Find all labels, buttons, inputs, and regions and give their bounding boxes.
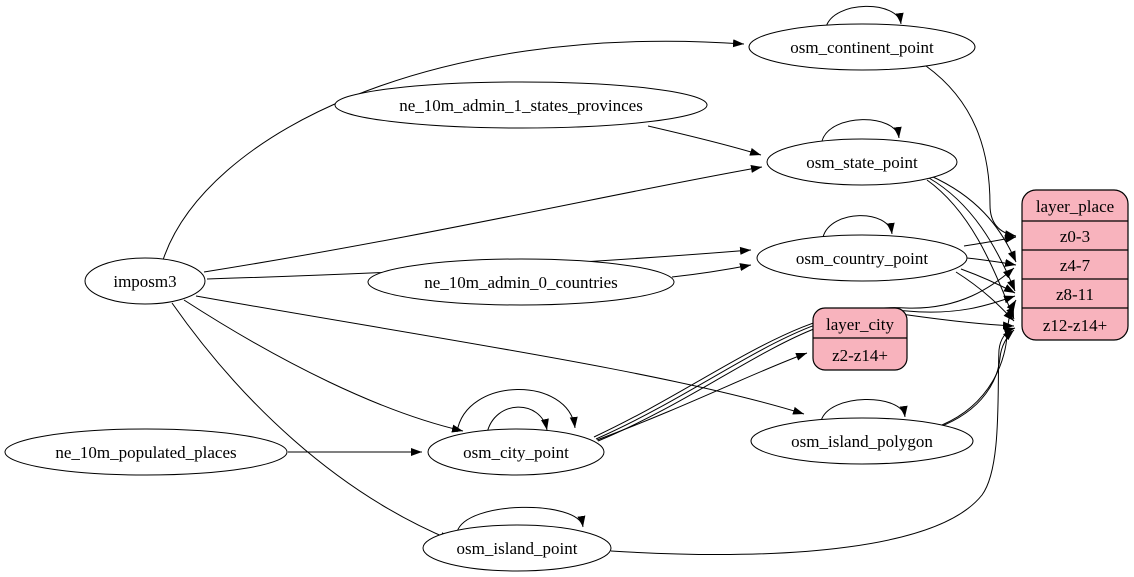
layer_place-row-z12-z14: z12-z14+ xyxy=(1043,316,1107,335)
self-loop-osm_city_point-outer xyxy=(456,389,578,433)
edge-osm_state_point-layer_place-z8-11 xyxy=(928,177,1016,292)
osm_state_point-ellipse xyxy=(766,138,958,186)
node-ne_10m_admin_0_countries: ne_10m_admin_0_countries xyxy=(367,258,675,306)
edge-imposm3-osm_island_polygon xyxy=(195,295,805,415)
node-osm_continent_point: osm_continent_point xyxy=(748,23,976,71)
node-osm_country_point: osm_country_point xyxy=(756,234,968,282)
osm_island_point-ellipse xyxy=(422,524,612,572)
node-layer_city: layer_city z2-z14+ xyxy=(812,307,908,371)
self-loop-osm_country_point xyxy=(822,215,895,238)
node-osm_city_point: osm_city_point xyxy=(427,428,605,476)
edge-osm_city_point-layer_place-z8-11 xyxy=(595,295,1016,440)
edge-osm_city_point-layer_place-z4-7 xyxy=(593,267,1015,438)
ne_10m_populated_places-ellipse xyxy=(4,428,288,476)
node-osm_island_polygon: osm_island_polygon xyxy=(750,417,974,465)
ne_10m_admin_1_states_provinces-ellipse xyxy=(334,81,708,129)
osm_island_point-label: osm_island_point xyxy=(457,539,578,558)
node-ne_10m_populated_places: ne_10m_populated_places xyxy=(4,428,288,476)
layer_city-title: layer_city xyxy=(826,315,894,334)
osm_island_polygon-ellipse xyxy=(750,417,974,465)
edge-osm_state_point-layer_place-z4-7 xyxy=(930,175,1017,263)
imposm3-ellipse xyxy=(84,257,206,305)
edge-imposm3-osm_city_point xyxy=(183,299,464,433)
node-imposm3: imposm3 xyxy=(84,257,206,305)
edge-ne_10m_admin_1_states_provinces-osm_state_point xyxy=(647,125,762,156)
osm_island_polygon-label: osm_island_polygon xyxy=(791,432,933,451)
edge-osm_island_polygon-layer_place-z12-z14 xyxy=(936,329,1015,429)
self-loop-osm_continent_point xyxy=(825,5,904,28)
node-ne_10m_admin_1_states_provinces: ne_10m_admin_1_states_provinces xyxy=(334,81,708,129)
layer_place-box xyxy=(1021,189,1129,341)
imposm3-label: imposm3 xyxy=(113,272,176,291)
osm_continent_point-label: osm_continent_point xyxy=(790,38,934,57)
self-loop-osm_island_point xyxy=(456,506,586,533)
edge-imposm3-osm_state_point xyxy=(203,164,763,273)
edges xyxy=(162,5,1017,555)
node-layer_place: layer_place z0-3 z4-7 z8-11 z12-z14+ xyxy=(1021,189,1129,341)
edge-osm_country_point-layer_place-z0-3 xyxy=(963,235,1017,247)
edge-osm_island_polygon-layer_place-z8-11 xyxy=(941,299,1017,426)
osm_city_point-ellipse xyxy=(427,428,605,476)
layer_place-row-z8-11: z8-11 xyxy=(1056,285,1094,304)
ne_10m_admin_0_countries-ellipse xyxy=(367,258,675,306)
layer_city-row-z2-z14: z2-z14+ xyxy=(832,346,888,365)
ne_10m_admin_1_states_provinces-label: ne_10m_admin_1_states_provinces xyxy=(399,96,643,115)
edge-osm_city_point-layer_city-z2-z14 xyxy=(596,352,808,441)
osm_city_point-label: osm_city_point xyxy=(463,443,569,462)
edge-ne_10m_admin_0_countries-osm_country_point xyxy=(671,263,752,278)
osm_country_point-ellipse xyxy=(756,234,968,282)
osm_country_point-label: osm_country_point xyxy=(796,249,928,268)
osm_state_point-label: osm_state_point xyxy=(806,153,918,172)
layer_place-row-z4-7: z4-7 xyxy=(1060,256,1091,275)
layer_city-box xyxy=(812,307,908,371)
edge-imposm3-osm_island_point xyxy=(171,302,452,541)
self-loop-osm_city_point-inner xyxy=(486,406,549,434)
self-loop-osm_state_point xyxy=(821,119,902,142)
layer_place-row-z0-3: z0-3 xyxy=(1060,227,1090,246)
layer_place-title: layer_place xyxy=(1036,197,1114,216)
node-osm_island_point: osm_island_point xyxy=(422,524,612,572)
node-osm_state_point: osm_state_point xyxy=(766,138,958,186)
osm_continent_point-ellipse xyxy=(748,23,976,71)
edge-osm_continent_point-layer_place-z0-3 xyxy=(925,65,1017,239)
edge-osm_country_point-layer_place-z4-7 xyxy=(966,257,1017,267)
ne_10m_populated_places-label: ne_10m_populated_places xyxy=(55,443,236,462)
edge-osm_island_point-layer_place-z12-z14 xyxy=(610,327,1016,555)
ne_10m_admin_0_countries-label: ne_10m_admin_0_countries xyxy=(424,273,618,292)
self-loop-osm_island_polygon xyxy=(820,399,908,422)
